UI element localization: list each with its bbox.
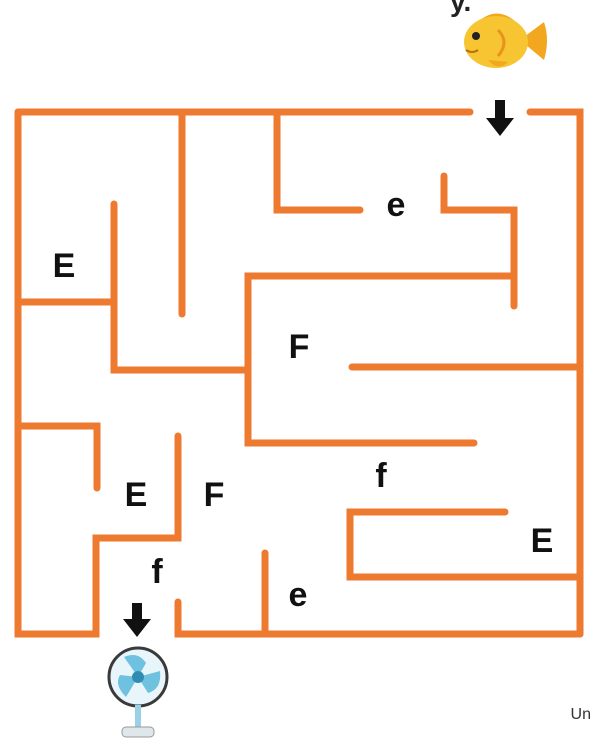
wall-center-stem xyxy=(244,366,478,447)
wall-lower-right-u xyxy=(346,508,584,581)
wall-center-box xyxy=(244,272,518,374)
maze-letter: F xyxy=(204,476,225,514)
wall-top-right-hook xyxy=(440,172,518,310)
maze-letter: E xyxy=(125,476,148,514)
wall-lower-left-hook xyxy=(14,422,101,492)
maze-letter: f xyxy=(375,457,387,495)
fish-icon xyxy=(464,13,547,68)
wall-top-col2 xyxy=(273,108,364,214)
down-arrow-icon xyxy=(123,603,151,637)
down-arrow-icon xyxy=(486,100,514,136)
partial-heading-text: y. xyxy=(450,0,472,17)
fan-icon xyxy=(107,646,169,738)
wall-bottom xyxy=(174,598,584,638)
maze-letter: e xyxy=(387,186,406,224)
maze-letter: E xyxy=(53,247,76,285)
wall-top-right xyxy=(526,108,584,638)
maze-letter: e xyxy=(289,576,308,614)
maze-letter: F xyxy=(289,328,310,366)
footer-partial-text: Un xyxy=(570,706,591,723)
wall-left xyxy=(14,108,182,638)
wall-upper-left-column xyxy=(110,200,252,374)
maze-walls xyxy=(14,108,584,638)
maze-letter: E xyxy=(531,522,554,560)
maze-letter: f xyxy=(151,553,163,591)
